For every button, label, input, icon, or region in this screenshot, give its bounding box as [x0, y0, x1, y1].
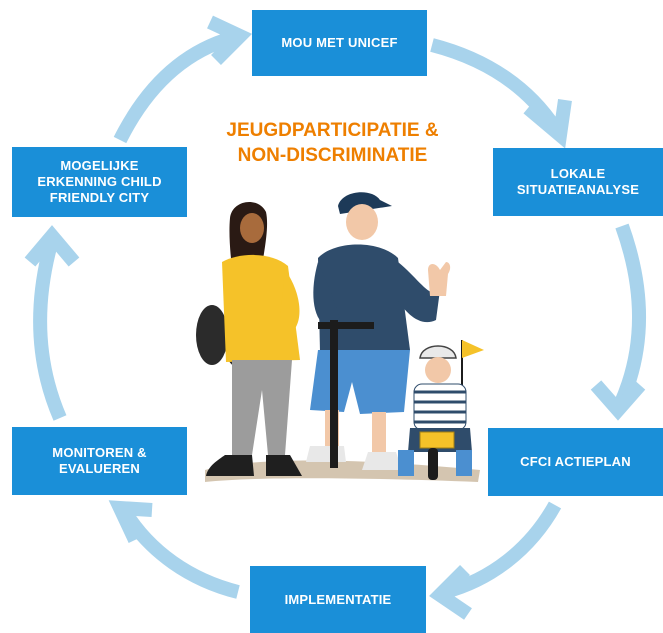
arrowhead-icon	[590, 380, 646, 421]
arrowhead-icon	[429, 565, 472, 620]
illustration-people	[196, 192, 484, 482]
step-implementatie: IMPLEMENTATIE	[250, 566, 426, 633]
cycle-arrows	[33, 31, 646, 599]
child-figure	[398, 340, 484, 480]
arrow-monitoren-to-erkenning	[33, 238, 67, 421]
arrow-impl-to-monitoren	[119, 508, 240, 599]
step-mogelijke-erkenning: MOGELIJKE ERKENNING CHILD FRIENDLY CITY	[12, 147, 187, 217]
arrowhead-icon	[207, 15, 253, 65]
man-figure	[306, 192, 451, 470]
center-title: JEUGDPARTICIPATIE & NON-DISCRIMINATIE	[226, 120, 439, 166]
arrowhead-icon	[108, 500, 153, 543]
arrowhead-icon	[523, 99, 572, 149]
step-mou-met-unicef: MOU MET UNICEF	[252, 10, 427, 76]
girl-figure	[196, 201, 302, 476]
step-cfci-actieplan: CFCI ACTIEPLAN	[488, 428, 663, 496]
step-lokale-situatieanalyse: LOKALE SITUATIEANALYSE	[493, 148, 663, 216]
arrow-heads	[24, 15, 646, 620]
arrow-cfci-to-impl	[443, 501, 562, 599]
arrow-lokale-to-cfci	[613, 223, 646, 408]
step-monitoren-evalueren: MONITOREN & EVALUEREN	[12, 427, 187, 495]
arrowhead-icon	[24, 225, 80, 267]
arrow-erkenning-to-mou	[113, 31, 235, 144]
